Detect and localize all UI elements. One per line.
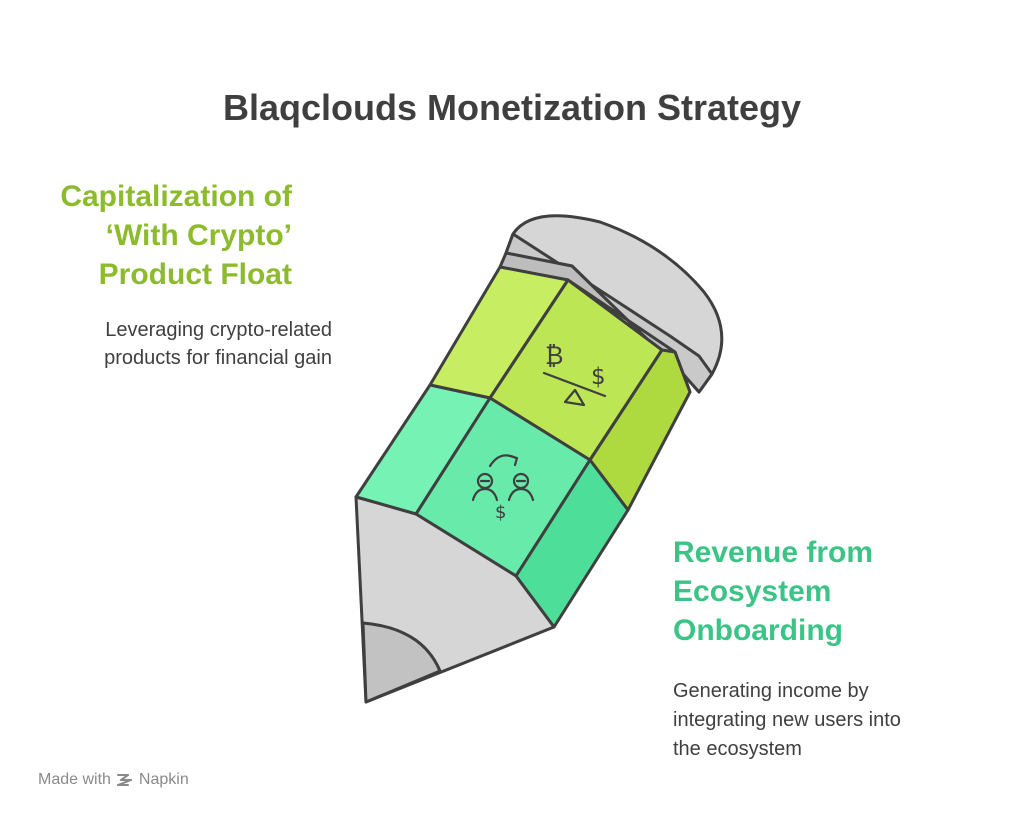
napkin-logo-icon [116, 774, 132, 786]
bitcoin-dollar-balance-icon: ₿ $ [542, 341, 607, 407]
svg-text:$: $ [495, 502, 506, 523]
revenue-description-line-2: integrating new users into [673, 709, 901, 731]
revenue-heading-line-3: Onboarding [673, 614, 843, 647]
revenue-description: Generating income by integrating new use… [673, 677, 1003, 764]
capitalization-description: Leveraging crypto-related products for f… [20, 316, 332, 372]
revenue-description-line-1: Generating income by [673, 680, 869, 702]
revenue-description-line-3: the ecosystem [673, 738, 802, 760]
svg-text:$: $ [591, 364, 606, 390]
made-with-napkin[interactable]: Made with Napkin [38, 771, 189, 789]
revenue-heading: Revenue from Ecosystem Onboarding [673, 533, 1003, 650]
capitalization-heading-line-1: Capitalization of [60, 180, 292, 213]
revenue-heading-line-2: Ecosystem [673, 575, 832, 608]
pencil-lead [361, 621, 442, 704]
user-exchange-dollar-icon: $ [471, 454, 535, 523]
revenue-heading-line-1: Revenue from [673, 536, 874, 569]
capitalization-description-line-1: Leveraging crypto-related [105, 319, 332, 341]
capitalization-heading-line-3: Product Float [98, 258, 292, 291]
capitalization-heading-line-2: ‘With Crypto’ [105, 219, 292, 252]
napkin-brand-label: Napkin [138, 771, 189, 788]
capitalization-heading: Capitalization of ‘With Crypto’ Product … [20, 177, 292, 294]
capitalization-description-line-2: products for financial gain [104, 347, 332, 369]
svg-text:₿: ₿ [545, 341, 564, 370]
page-title: Blaqclouds Monetization Strategy [222, 87, 802, 128]
made-with-label: Made with [38, 771, 111, 788]
